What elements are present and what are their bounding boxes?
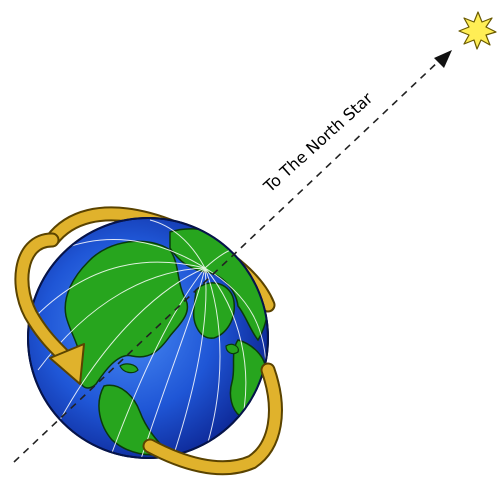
north-star-icon: [459, 12, 496, 49]
earth-globe: [28, 218, 268, 462]
north-star-label: To The North Star: [259, 88, 376, 196]
axis-arrowhead-icon: [434, 50, 452, 68]
